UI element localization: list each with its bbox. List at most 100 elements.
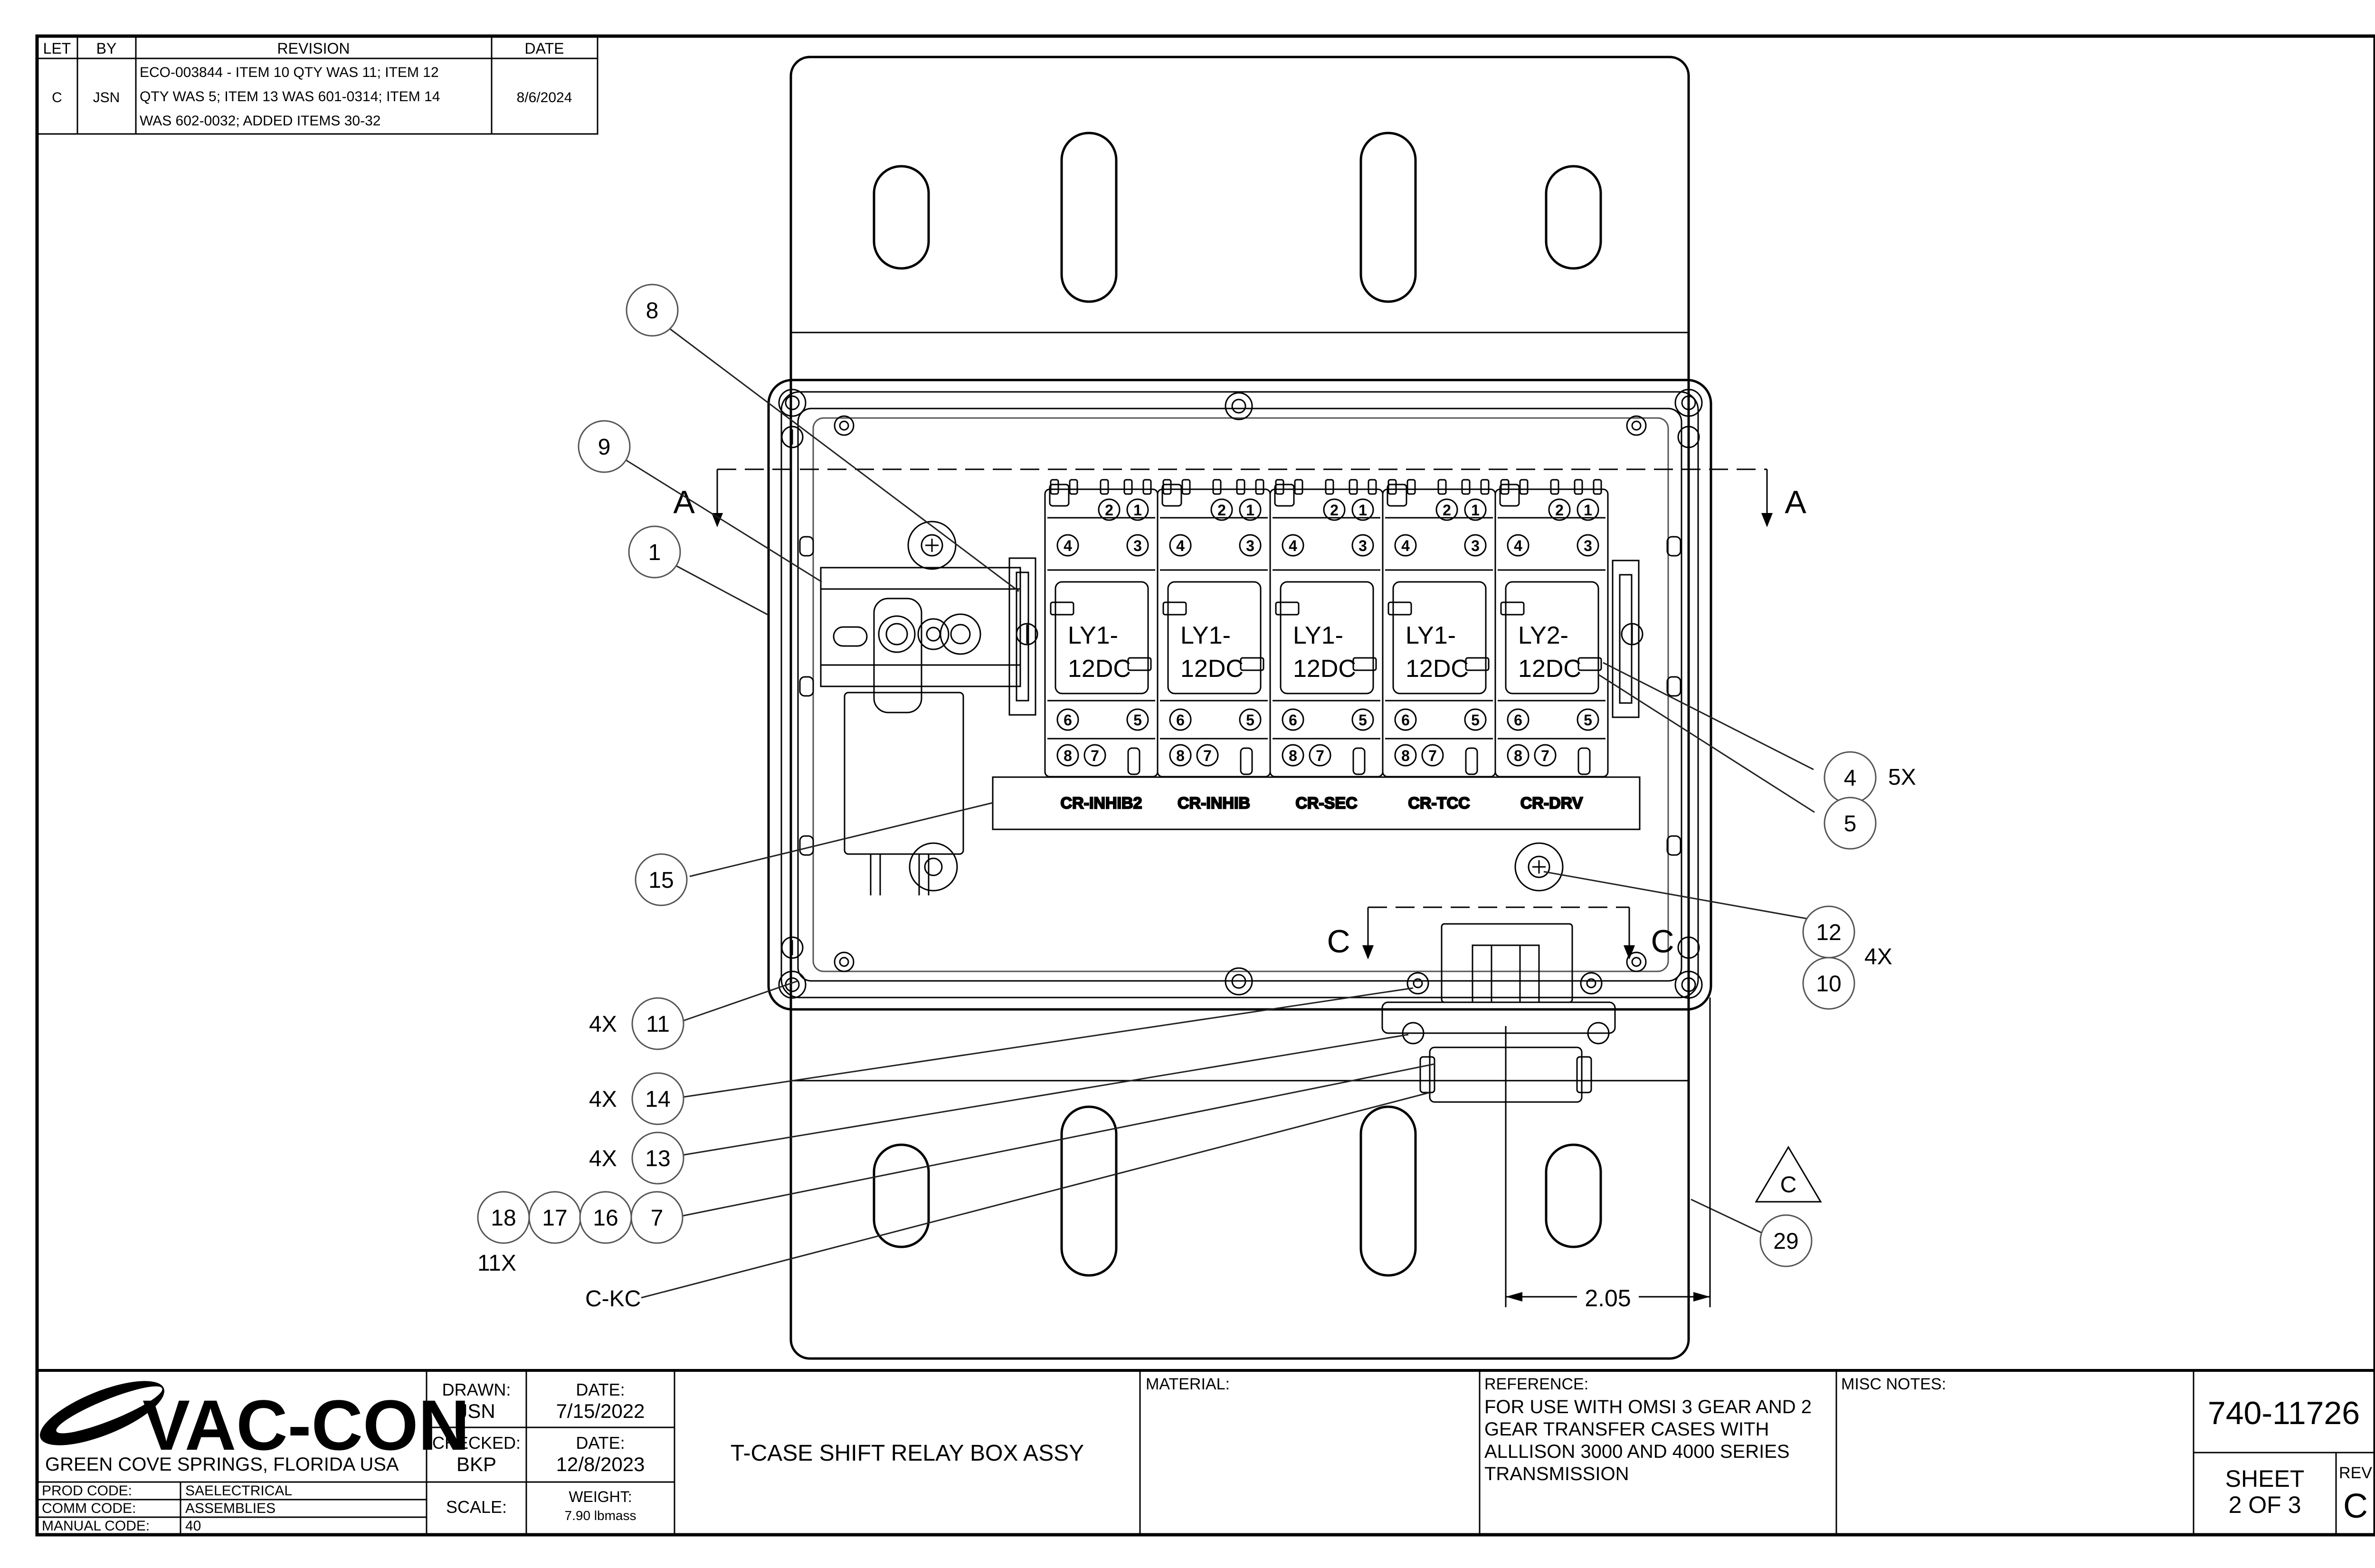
rev-date: 8/6/2024 (517, 90, 572, 105)
qty-note-14: 4X (589, 1087, 617, 1112)
svg-text:18: 18 (491, 1206, 516, 1231)
terminal-number: 7 (1091, 747, 1099, 764)
relay-label: CR-DRV (1520, 794, 1583, 812)
relay-label: CR-SEC (1295, 794, 1357, 812)
diode-module (844, 692, 964, 895)
company-location: GREEN COVE SPRINGS, FLORIDA USA (45, 1454, 399, 1475)
corner-screw (778, 389, 1703, 999)
terminal-number: 4 (1176, 537, 1185, 554)
qty-note-4: 5X (1888, 765, 1916, 790)
svg-text:DATE:: DATE: (576, 1433, 625, 1453)
svg-text:8: 8 (646, 298, 659, 323)
relay-label: CR-TCC (1408, 794, 1470, 812)
sheet-number: 2 OF 3 (2229, 1492, 2301, 1518)
terminal-number: 1 (1246, 502, 1254, 519)
section-mark-a-left: A (673, 484, 695, 520)
rev-header-date: DATE (525, 40, 564, 57)
ground-screw-right (1514, 842, 1564, 892)
balloon-29: 29 (1759, 1214, 1813, 1267)
relay-model: 12DC (1068, 655, 1131, 683)
svg-text:4: 4 (1844, 766, 1857, 791)
svg-text:SAELECTRICAL: SAELECTRICAL (185, 1483, 292, 1499)
reference-line-3: ALLLISON 3000 AND 4000 SERIES (1484, 1441, 1790, 1462)
terminal-number: 8 (1289, 747, 1297, 764)
svg-text:11: 11 (646, 1012, 670, 1037)
balloon-9: 9 (578, 420, 631, 473)
svg-text:29: 29 (1773, 1229, 1798, 1254)
relay-model: LY1- (1180, 622, 1231, 649)
connector-callout: C-KC (585, 1286, 641, 1311)
relay-model: 12DC (1518, 655, 1581, 683)
balloon-5: 5 (1824, 797, 1877, 850)
terminal-number: 6 (1176, 712, 1185, 729)
end-stop-left (1008, 557, 1038, 716)
terminal-number: 2 (1330, 502, 1339, 519)
terminal-number: 2 (1443, 502, 1451, 519)
balloon-18: 18 (477, 1191, 530, 1244)
terminal-number: 1 (1358, 502, 1367, 519)
svg-text:SCALE:: SCALE: (446, 1497, 507, 1517)
connector-c-kc (1381, 923, 1616, 1103)
balloon-13: 13 (631, 1131, 684, 1185)
qty-note-12-10: 4X (1864, 944, 1892, 969)
section-line-a: A A (673, 468, 1806, 527)
rev-description-line-2: QTY WAS 5; ITEM 13 WAS 601-0314; ITEM 14 (140, 89, 440, 105)
section-mark-a-right: A (1785, 484, 1806, 520)
terminal-number: 4 (1064, 537, 1072, 554)
svg-text:PROD CODE:: PROD CODE: (42, 1483, 132, 1499)
rev-letter: C (52, 90, 62, 105)
svg-text:DATE:: DATE: (576, 1380, 625, 1399)
terminal-number: 8 (1514, 747, 1522, 764)
revision-triangle: C (1755, 1146, 1822, 1203)
part-number: 740-11726 (2208, 1395, 2360, 1431)
svg-text:1: 1 (648, 540, 661, 565)
mounting-slot (1060, 132, 1118, 303)
rev-header-by: BY (96, 40, 117, 57)
drawing-title: T-CASE SHIFT RELAY BOX ASSY (731, 1441, 1084, 1466)
mounting-slot (873, 165, 930, 270)
terminal-number: 4 (1401, 537, 1410, 554)
company-name: VAC-CON (142, 1385, 470, 1465)
svg-text:MISC NOTES:: MISC NOTES: (1841, 1375, 1946, 1393)
terminal-number: 4 (1514, 537, 1522, 554)
mounting-slot (1359, 132, 1417, 303)
mounting-plate (789, 56, 1690, 1360)
svg-text:7: 7 (651, 1206, 664, 1231)
balloon-8: 8 (626, 284, 679, 337)
terminal-number: 4 (1289, 537, 1297, 554)
balloon-12: 12 (1802, 905, 1855, 959)
reference-line-4: TRANSMISSION (1484, 1463, 1629, 1484)
terminal-number: 1 (1584, 502, 1592, 519)
svg-text:MATERIAL:: MATERIAL: (1146, 1375, 1230, 1393)
svg-text:C: C (1780, 1172, 1797, 1197)
terminal-number: 5 (1584, 712, 1592, 729)
rev-description-line-3: WAS 602-0032; ADDED ITEMS 30-32 (140, 113, 380, 129)
relay-model: LY1- (1406, 622, 1456, 649)
terminal-number: 1 (1133, 502, 1142, 519)
svg-text:13: 13 (645, 1146, 670, 1171)
rev-description-line-1: ECO-003844 - ITEM 10 QTY WAS 11; ITEM 12 (140, 65, 439, 80)
balloon-10: 10 (1802, 957, 1855, 1010)
terminal-number: 7 (1203, 747, 1212, 764)
terminal-number: 3 (1471, 537, 1480, 554)
svg-text:CHECKED:: CHECKED: (432, 1433, 521, 1453)
dimension-2-05: 2.05 (1505, 998, 1711, 1311)
balloon-15: 15 (635, 853, 688, 906)
rev-header-let: LET (43, 40, 71, 57)
terminal-number: 3 (1246, 537, 1254, 554)
terminal-number: 6 (1064, 712, 1072, 729)
section-mark-c-left: C (1327, 923, 1350, 960)
qty-note-18: 11X (477, 1251, 516, 1276)
svg-text:17: 17 (542, 1206, 567, 1231)
terminal-number: 2 (1217, 502, 1226, 519)
terminal-number: 7 (1316, 747, 1324, 764)
terminal-number: 3 (1358, 537, 1367, 554)
terminal-number: 8 (1176, 747, 1185, 764)
terminal-number: 3 (1584, 537, 1592, 554)
section-mark-c-right: C (1651, 923, 1674, 960)
terminal-number: 7 (1428, 747, 1437, 764)
